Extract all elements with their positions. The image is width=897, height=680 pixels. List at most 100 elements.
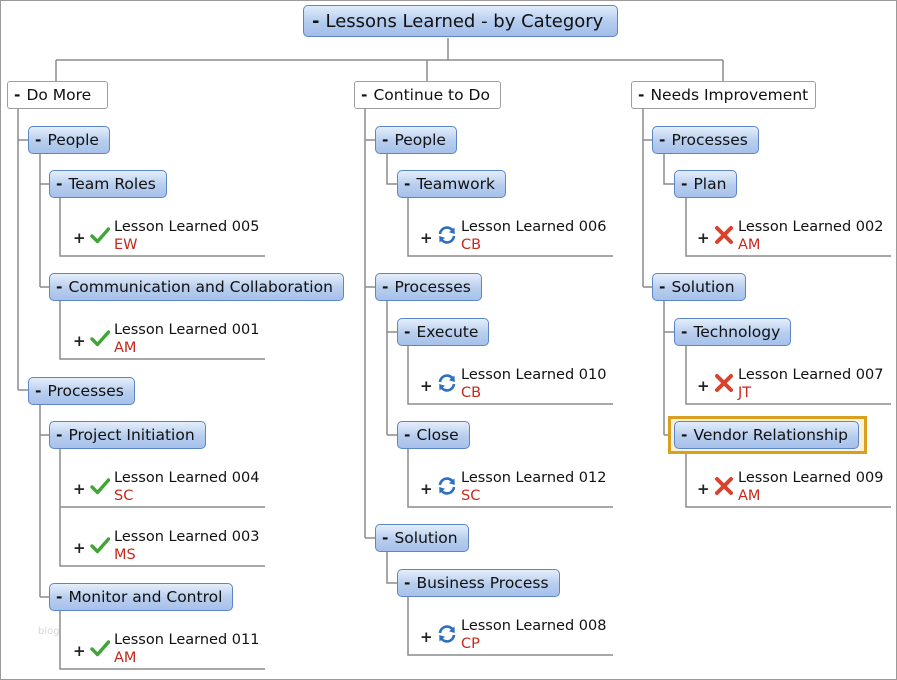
expand-toggle[interactable]: + <box>73 480 86 498</box>
lesson-owner: SC <box>114 488 134 504</box>
collapse-toggle[interactable]: - <box>659 278 666 296</box>
expand-toggle[interactable]: + <box>420 480 433 498</box>
lesson-title: Lesson Learned 005 <box>114 219 260 235</box>
topic-continue-to-do[interactable]: - Continue to Do <box>354 81 501 109</box>
topic-label: Monitor and Control <box>68 588 223 606</box>
lesson-009[interactable]: + Lesson Learned 009 AM <box>697 470 883 506</box>
expand-toggle[interactable]: + <box>73 539 86 557</box>
cross-icon <box>715 477 733 495</box>
collapse-toggle[interactable]: - <box>35 382 42 400</box>
collapse-toggle[interactable]: - <box>361 86 368 104</box>
lesson-title: Lesson Learned 010 <box>461 367 607 383</box>
subtopic-do-more-processes[interactable]: - Processes <box>28 377 135 405</box>
lesson-title: Lesson Learned 004 <box>114 470 260 486</box>
watermark: blog <box>38 626 60 637</box>
subtopic-communication[interactable]: - Communication and Collaboration <box>49 273 344 301</box>
lesson-010[interactable]: + Lesson Learned 010 CB <box>420 367 606 403</box>
check-icon <box>90 330 110 347</box>
topic-label: Do More <box>26 86 92 104</box>
check-icon <box>90 227 110 244</box>
collapse-toggle[interactable]: - <box>35 131 42 149</box>
topic-label: Project Initiation <box>68 426 195 444</box>
subtopic-monitor-control[interactable]: - Monitor and Control <box>49 583 234 611</box>
collapse-toggle[interactable]: - <box>681 426 688 444</box>
collapse-toggle[interactable]: - <box>56 426 63 444</box>
subtopic-plan[interactable]: - Plan <box>674 170 738 198</box>
topic-label: Processes <box>47 382 124 400</box>
lesson-007[interactable]: + Lesson Learned 007 JT <box>697 367 883 403</box>
lesson-owner: JT <box>738 385 752 401</box>
expand-toggle[interactable]: + <box>697 480 710 498</box>
collapse-toggle[interactable]: - <box>404 323 411 341</box>
cross-icon <box>715 374 733 392</box>
refresh-icon <box>438 226 456 244</box>
expand-toggle[interactable]: + <box>420 229 433 247</box>
subtopic-technology[interactable]: - Technology <box>674 318 792 346</box>
collapse-toggle[interactable]: - <box>404 175 411 193</box>
subtopic-improve-solution[interactable]: - Solution <box>652 273 746 301</box>
refresh-icon <box>438 374 456 392</box>
lesson-002[interactable]: + Lesson Learned 002 AM <box>697 219 883 255</box>
collapse-toggle[interactable]: - <box>14 86 21 104</box>
expand-toggle[interactable]: + <box>73 642 86 660</box>
collapse-toggle[interactable]: - <box>638 86 645 104</box>
subtopic-improve-processes[interactable]: - Processes <box>652 126 759 154</box>
expand-toggle[interactable]: + <box>420 628 433 646</box>
collapse-toggle[interactable]: - <box>404 574 411 592</box>
topic-label: Plan <box>693 175 727 193</box>
check-icon <box>90 640 110 657</box>
expand-toggle[interactable]: + <box>73 229 86 247</box>
subtopic-execute[interactable]: - Execute <box>397 318 490 346</box>
subtopic-team-roles[interactable]: - Team Roles <box>49 170 167 198</box>
subtopic-project-initiation[interactable]: - Project Initiation <box>49 421 206 449</box>
collapse-toggle[interactable]: - <box>404 426 411 444</box>
expand-toggle[interactable]: + <box>73 332 86 350</box>
lesson-owner: CB <box>461 385 482 401</box>
topic-label: Team Roles <box>68 175 156 193</box>
subtopic-business-process[interactable]: - Business Process <box>397 569 560 597</box>
lesson-012[interactable]: + Lesson Learned 012 SC <box>420 470 606 506</box>
subtopic-continue-solution[interactable]: - Solution <box>375 524 469 552</box>
lesson-title: Lesson Learned 011 <box>114 632 260 648</box>
expand-toggle[interactable]: + <box>697 377 710 395</box>
root-topic[interactable]: - Lessons Learned - by Category <box>303 5 619 37</box>
topic-label: Processes <box>671 131 748 149</box>
lesson-011[interactable]: + Lesson Learned 011 AM <box>73 632 259 668</box>
expand-toggle[interactable]: + <box>697 229 710 247</box>
collapse-toggle[interactable]: - <box>382 278 389 296</box>
subtopic-do-more-people[interactable]: - People <box>28 126 110 154</box>
collapse-toggle[interactable]: - <box>56 278 63 296</box>
lesson-008[interactable]: + Lesson Learned 008 CP <box>420 618 606 654</box>
collapse-toggle[interactable]: - <box>382 131 389 149</box>
topic-needs-improvement[interactable]: - Needs Improvement <box>631 81 816 109</box>
lesson-003[interactable]: + Lesson Learned 003 MS <box>73 529 259 565</box>
subtopic-continue-people[interactable]: - People <box>375 126 457 154</box>
subtopic-teamwork[interactable]: - Teamwork <box>397 170 506 198</box>
lesson-001[interactable]: + Lesson Learned 001 AM <box>73 322 259 358</box>
topic-do-more[interactable]: - Do More <box>7 81 108 109</box>
lesson-owner: MS <box>114 547 136 563</box>
collapse-toggle[interactable]: - <box>382 529 389 547</box>
subtopic-close[interactable]: - Close <box>397 421 470 449</box>
lesson-owner: CB <box>461 237 482 253</box>
lesson-owner: AM <box>114 340 137 356</box>
collapse-toggle[interactable]: - <box>56 588 63 606</box>
lesson-004[interactable]: + Lesson Learned 004 SC <box>73 470 259 506</box>
refresh-icon <box>438 625 456 643</box>
lesson-title: Lesson Learned 009 <box>738 470 884 486</box>
collapse-toggle[interactable]: - <box>681 323 688 341</box>
topic-label: Communication and Collaboration <box>68 278 333 296</box>
lesson-006[interactable]: + Lesson Learned 006 CB <box>420 219 606 255</box>
expand-toggle[interactable]: + <box>420 377 433 395</box>
collapse-toggle[interactable]: - <box>56 175 63 193</box>
topic-label: Close <box>416 426 459 444</box>
topic-label: Solution <box>671 278 735 296</box>
subtopic-vendor-relationship[interactable]: - Vendor Relationship <box>674 421 859 449</box>
lesson-005[interactable]: + Lesson Learned 005 EW <box>73 219 259 255</box>
lesson-title: Lesson Learned 006 <box>461 219 607 235</box>
collapse-toggle[interactable]: - <box>659 131 666 149</box>
collapse-toggle[interactable]: - <box>312 10 320 32</box>
collapse-toggle[interactable]: - <box>681 175 688 193</box>
subtopic-continue-processes[interactable]: - Processes <box>375 273 482 301</box>
topic-label: People <box>47 131 99 149</box>
